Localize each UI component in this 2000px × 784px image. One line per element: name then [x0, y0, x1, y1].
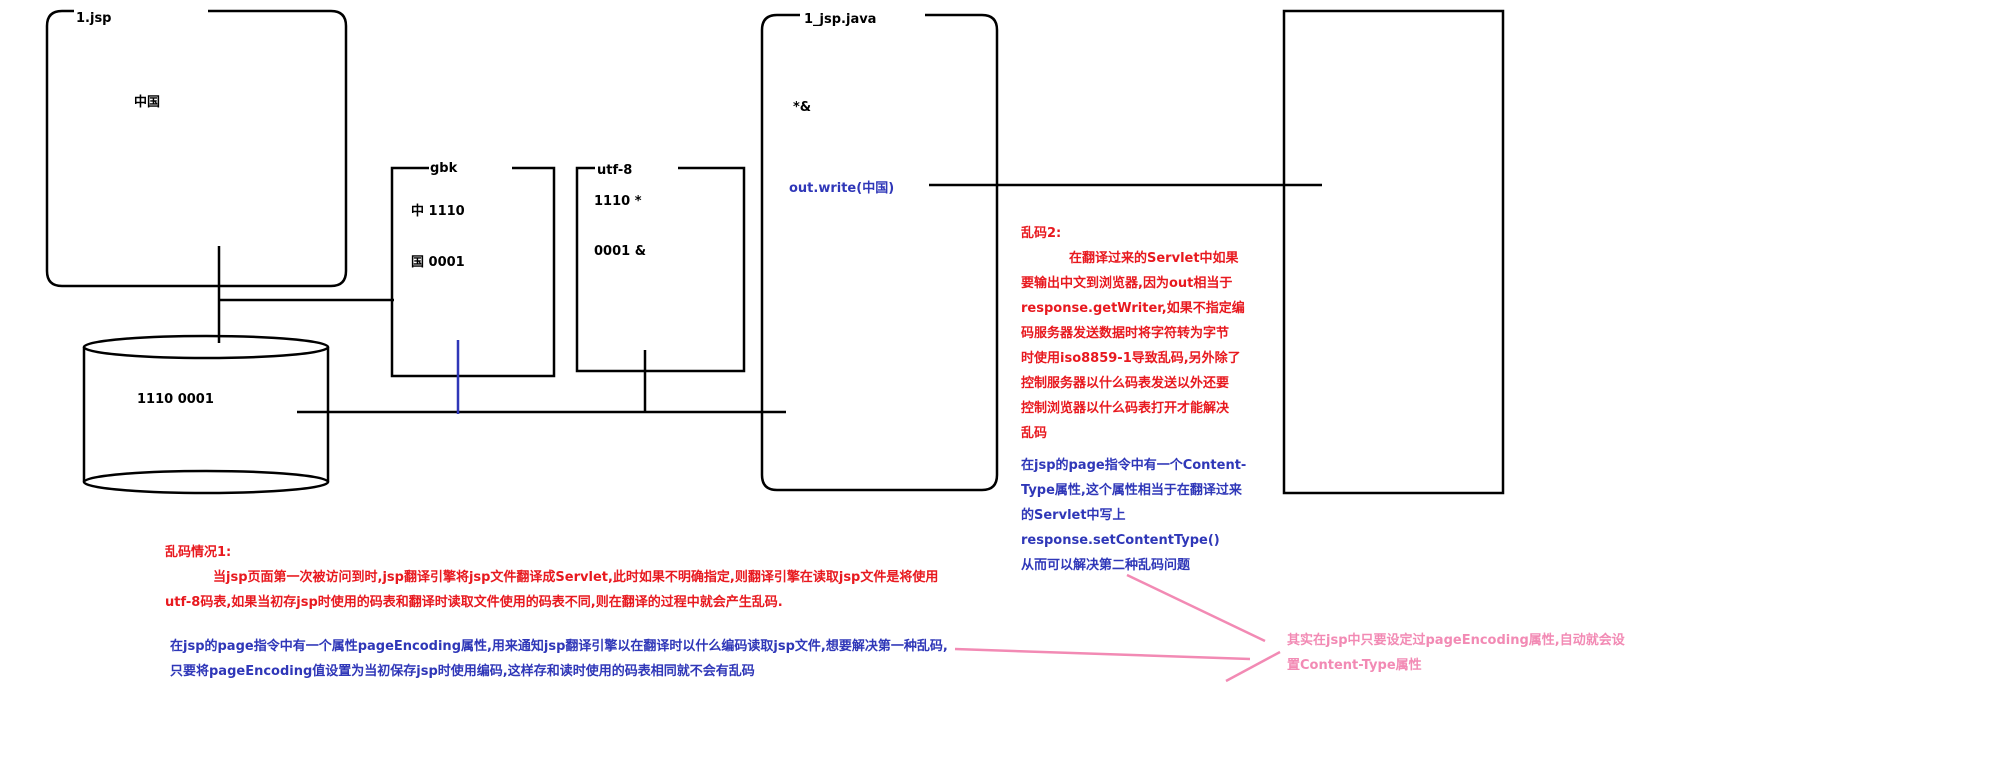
summary-note: 其实在jsp中只要设定过pageEncoding属性,自动就会设 置Conten… [1287, 628, 1625, 678]
jsp-box-title: 1.jsp [76, 11, 112, 26]
note-2-line-8: 乱码 [1021, 426, 1048, 441]
note-1-line-2: utf-8码表,如果当初存jsp时使用的码表和翻译时读取文件使用的码表不同,则在… [165, 595, 783, 610]
utf8-box [575, 166, 746, 373]
note-2-line-4: 码服务器发送数据时将字符转为字节 [1021, 326, 1230, 341]
browser-box [1282, 9, 1505, 495]
note-1-line-1: 当jsp页面第一次被访问到时,jsp翻译引擎将jsp文件翻译成Servlet,此… [213, 570, 939, 585]
utf8-box-title: utf-8 [597, 163, 633, 178]
disk-content: 1110 0001 [137, 392, 214, 407]
summary-line-1: 其实在jsp中只要设定过pageEncoding属性,自动就会设 [1287, 633, 1625, 648]
disk-cylinder [82, 334, 330, 495]
note-2-line-6: 控制服务器以什么码表发送以外还要 [1021, 376, 1230, 391]
pink-arrows [954, 573, 1281, 683]
utf8-line-2: 0001 & [594, 244, 647, 259]
note-2-line-7: 控制浏览器以什么码表打开才能解决 [1021, 401, 1230, 416]
fix-2-line-3: 的Servlet中写上 [1021, 508, 1126, 523]
utf8-line-1: 1110 * [594, 194, 642, 209]
note-2-line-2: 要输出中文到浏览器,因为out相当于 [1021, 276, 1233, 291]
fix-1-line-2: 只要将pageEncoding值设置为当初保存jsp时使用编码,这样存和读时使用… [170, 664, 755, 679]
fix-2-line-1: 在jsp的page指令中有一个Content- [1021, 458, 1247, 473]
note-2-line-1: 在翻译过来的Servlet中如果 [1069, 251, 1239, 266]
java-box-title: 1_jsp.java [804, 12, 877, 27]
java-line-2: out.write(中国) [789, 181, 895, 196]
fix-1: 在jsp的page指令中有一个属性pageEncoding属性,用来通知jsp翻… [170, 634, 948, 684]
java-file-box [760, 13, 999, 492]
note-2-line-5: 时使用iso8859-1导致乱码,另外除了 [1021, 351, 1241, 366]
fix-2-line-2: Type属性,这个属性相当于在翻译过来 [1021, 483, 1242, 498]
gbk-line-2: 国 0001 [411, 255, 465, 270]
connector-lines [217, 183, 1322, 414]
gbk-line-1: 中 1110 [411, 204, 465, 219]
note-2-line-3: response.getWriter,如果不指定编 [1021, 301, 1245, 316]
java-line-1: *& [793, 100, 812, 115]
gbk-box [390, 166, 556, 378]
jsp-box-content: 中国 [134, 95, 161, 110]
fix-2: 在jsp的page指令中有一个Content- Type属性,这个属性相当于在翻… [1021, 453, 1246, 578]
note-1-title: 乱码情况1: [165, 545, 232, 560]
fix-1-line-1: 在jsp的page指令中有一个属性pageEncoding属性,用来通知jsp翻… [170, 639, 948, 654]
note-2-title: 乱码2: [1021, 226, 1062, 241]
fix-2-line-4: response.setContentType() [1021, 533, 1220, 548]
note-1: 乱码情况1: 当jsp页面第一次被访问到时,jsp翻译引擎将jsp文件翻译成Se… [165, 540, 938, 615]
gbk-box-title: gbk [430, 161, 458, 176]
fix-2-line-5: 从而可以解决第二种乱码问题 [1021, 558, 1191, 573]
jsp-file-box [45, 9, 348, 288]
note-2: 乱码2: 在翻译过来的Servlet中如果 要输出中文到浏览器,因为out相当于… [1021, 221, 1245, 446]
summary-line-2: 置Content-Type属性 [1287, 658, 1422, 673]
